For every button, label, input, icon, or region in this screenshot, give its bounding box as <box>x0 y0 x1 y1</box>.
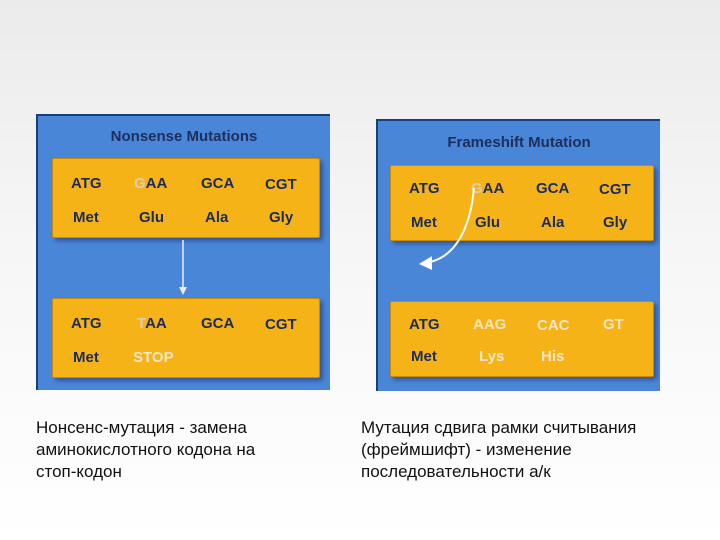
codon-cell-shifted: CAC <box>537 317 570 334</box>
codon-rest: AA <box>145 175 168 192</box>
codon-cell: CGT <box>265 176 297 193</box>
codon-cell: GAA <box>134 175 167 192</box>
codon-lead-base: G <box>471 180 483 197</box>
stop-label: STOP <box>133 349 174 366</box>
codon-cell: GCA <box>536 180 570 197</box>
caption-line: последовательности а/к <box>361 462 551 481</box>
amino-cell-shifted: His <box>541 348 565 365</box>
nonsense-before-card: ATG GAA GCA CGT Met Glu Ala Gly <box>52 158 320 238</box>
amino-cell: Met <box>73 349 99 366</box>
codon-cell: TAA <box>137 315 167 332</box>
amino-cell: Met <box>411 348 437 365</box>
codon-cell: CGT <box>265 316 297 333</box>
caption-line: аминокислотного кодона на <box>36 440 256 459</box>
nonsense-title: Nonsense Mutations <box>110 128 258 145</box>
codon-cell-shifted: AAG <box>473 316 507 333</box>
codon-cell: CGT <box>599 181 631 198</box>
nonsense-caption: Нонсенс-мутация - замена аминокислотного… <box>36 417 255 483</box>
caption-line: Нонсенс-мутация - замена <box>36 418 247 437</box>
codon-rest: AA <box>482 180 505 197</box>
frameshift-after-card: ATG AAG CAC GT Met Lys His <box>390 301 654 377</box>
codon-cell: ATG <box>71 315 102 332</box>
caption-line: Мутация сдвига рамки считывания <box>361 418 637 437</box>
codon-cell: ATG <box>409 180 440 197</box>
frameshift-title: Frameshift Mutation <box>447 134 591 151</box>
nonsense-after-card: ATG TAA GCA CGT Met STOP <box>52 298 320 378</box>
amino-cell: Gly <box>269 209 294 226</box>
codon-lead-base: G <box>134 175 146 192</box>
codon-rest: AA <box>145 315 167 332</box>
amino-cell: Gly <box>603 214 628 231</box>
caption-line: (фреймшифт) - изменение <box>361 440 572 459</box>
amino-cell: Ala <box>205 209 229 226</box>
codon-cell-shifted: GT <box>603 316 624 333</box>
amino-cell: Glu <box>139 209 164 226</box>
amino-cell: Met <box>73 209 99 226</box>
frameshift-caption: Мутация сдвига рамки считывания (фреймши… <box>361 417 636 483</box>
caption-line: стоп-кодон <box>36 462 122 481</box>
frameshift-panel: Frameshift Mutation ATG GAA GCA CGT Met … <box>376 119 660 391</box>
amino-cell: Ala <box>541 214 565 231</box>
codon-cell: GCA <box>201 315 235 332</box>
codon-cell: ATG <box>71 175 102 192</box>
nonsense-panel: Nonsense Mutations ATG GAA GCA CGT Met G… <box>36 114 330 390</box>
codon-lead-base: T <box>137 315 146 332</box>
codon-cell: GAA <box>471 180 504 197</box>
frameshift-before-card: ATG GAA GCA CGT Met Glu Ala Gly <box>390 165 654 241</box>
codon-cell: ATG <box>409 316 440 333</box>
amino-cell: Met <box>411 214 437 231</box>
amino-cell: Glu <box>475 214 500 231</box>
amino-cell-shifted: Lys <box>479 348 505 365</box>
codon-cell: GCA <box>201 175 235 192</box>
